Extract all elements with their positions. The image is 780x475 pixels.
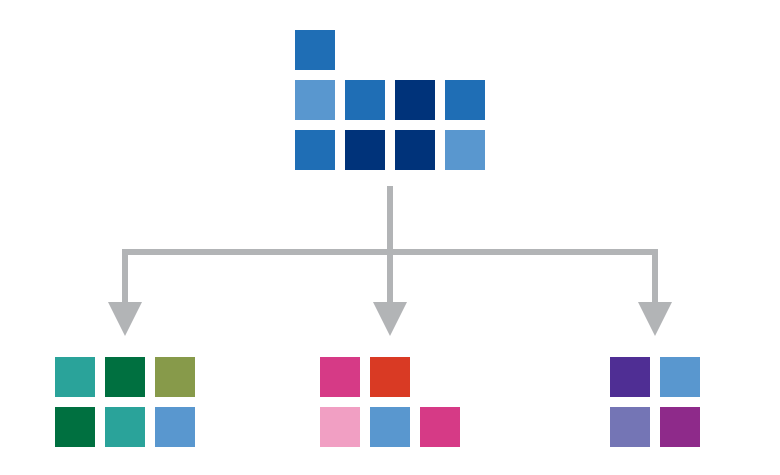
arrowhead-middle	[373, 302, 407, 336]
target-group-right-square	[660, 357, 700, 397]
target-group-right-square	[660, 407, 700, 447]
source-square	[445, 130, 485, 170]
target-group-right-square	[610, 357, 650, 397]
source-square	[345, 130, 385, 170]
source-square	[295, 130, 335, 170]
source-square	[445, 80, 485, 120]
target-group-left-square	[55, 357, 95, 397]
target-group-middle-square	[420, 407, 460, 447]
target-group-left-square	[55, 407, 95, 447]
target-group-left-square	[105, 407, 145, 447]
target-group-left-square	[155, 407, 195, 447]
target-group-right-square	[610, 407, 650, 447]
target-group-left-square	[105, 357, 145, 397]
source-square	[295, 30, 335, 70]
arrowhead-right	[638, 302, 672, 336]
source-square	[345, 80, 385, 120]
target-group-middle-square	[370, 357, 410, 397]
target-group-middle-square	[370, 407, 410, 447]
target-group-middle-square	[320, 357, 360, 397]
source-square	[395, 80, 435, 120]
source-square	[395, 130, 435, 170]
target-group-left-square	[155, 357, 195, 397]
source-square	[295, 80, 335, 120]
target-group-middle-square	[320, 407, 360, 447]
arrowhead-left	[108, 302, 142, 336]
